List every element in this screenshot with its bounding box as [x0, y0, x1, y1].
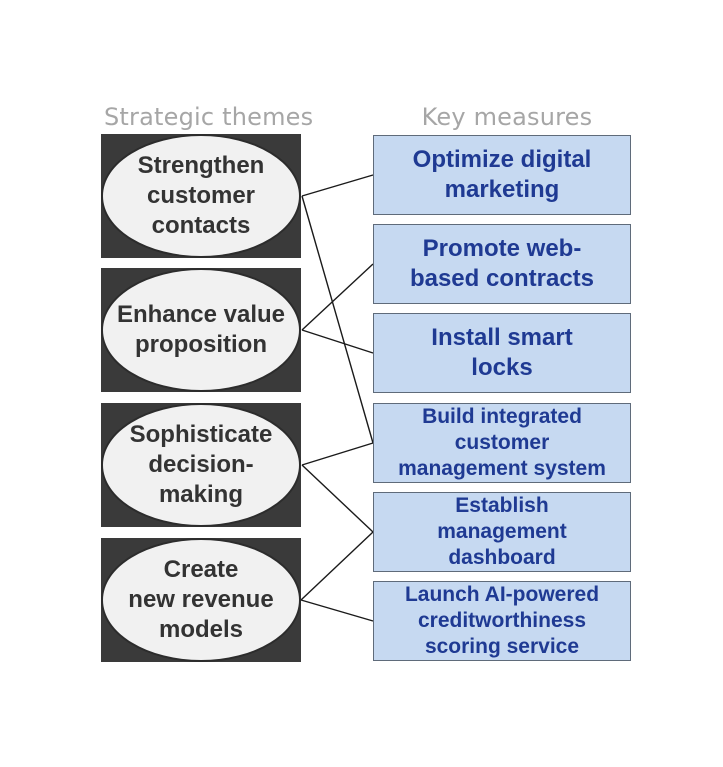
- theme-oval: Enhance value proposition: [101, 268, 301, 392]
- measure-optimize-digital-marketing: Optimize digital marketing: [373, 135, 631, 215]
- measure-label: Build integrated customer management sys…: [398, 405, 606, 480]
- connector-line-1: [301, 195, 374, 444]
- connector-line-5: [301, 464, 374, 533]
- measure-launch-ai-powered-creditworthiness-scoring-service: Launch AI-powered creditworthiness scori…: [373, 581, 631, 661]
- measure-establish-management-dashboard: Establish management dashboard: [373, 492, 631, 572]
- key-measures-header: Key measures: [421, 103, 593, 131]
- theme-label: Strengthen customer contacts: [137, 152, 265, 239]
- connector-line-7: [300, 599, 374, 622]
- theme-enhance-value-proposition: Enhance value proposition: [101, 268, 301, 392]
- connector-line-4: [301, 442, 374, 466]
- theme-label: Create new revenue models: [128, 556, 274, 643]
- theme-create-new-revenue-models: Create new revenue models: [101, 538, 301, 662]
- measure-promote-web-based-contracts: Promote web- based contracts: [373, 224, 631, 304]
- measure-install-smart-locks: Install smart locks: [373, 313, 631, 393]
- theme-label: Sophisticate decision- making: [129, 421, 273, 508]
- measure-label: Install smart locks: [431, 324, 573, 381]
- connector-line-0: [301, 174, 374, 197]
- theme-oval: Strengthen customer contacts: [101, 134, 301, 258]
- connector-line-3: [301, 329, 374, 354]
- theme-oval: Sophisticate decision- making: [101, 403, 301, 527]
- theme-sophisticate-decision-making: Sophisticate decision- making: [101, 403, 301, 527]
- connector-line-2: [301, 263, 374, 331]
- theme-strengthen-customer-contacts: Strengthen customer contacts: [101, 134, 301, 258]
- measure-label: Optimize digital marketing: [412, 146, 592, 203]
- measure-label: Promote web- based contracts: [409, 235, 595, 292]
- theme-label: Enhance value proposition: [116, 301, 286, 358]
- connector-line-6: [300, 531, 374, 601]
- strategic-themes-header: Strategic themes: [104, 103, 314, 131]
- measure-build-integrated-customer-management-system: Build integrated customer management sys…: [373, 403, 631, 483]
- theme-oval: Create new revenue models: [101, 538, 301, 662]
- measure-label: Launch AI-powered creditworthiness scori…: [404, 583, 600, 658]
- measure-label: Establish management dashboard: [437, 494, 567, 569]
